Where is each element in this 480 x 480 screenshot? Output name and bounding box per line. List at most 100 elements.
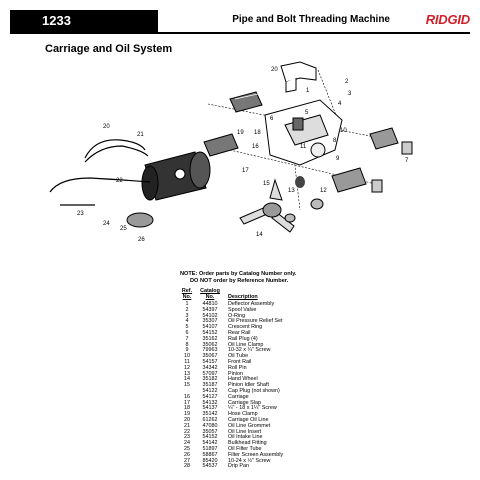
ref-number: 11 [184,358,190,365]
ref-number: 28 [184,463,190,470]
callout-21: 21 [137,132,144,138]
catalog-number: 54132 [202,399,218,406]
header-ref-top: Ref. [181,288,193,294]
catalog-number: 54102 [202,312,218,319]
catalog-number: 54152 [202,329,218,336]
callout-22: 22 [116,178,123,184]
callout-23: 23 [77,211,84,217]
part-description: Crescent Ring [228,324,263,331]
part-description: Oil Tube [228,353,249,360]
ref-number: 20 [184,416,190,423]
callout-4: 4 [338,101,342,107]
ref-number: 8 [185,341,189,348]
callout-5: 5 [305,110,309,116]
part-description: Hose Clamp [228,411,258,418]
part-description: Spool Valve [228,306,257,313]
ref-number: 15 [184,382,190,389]
ref-number: 25 [184,445,190,452]
catalog-number: 35057 [202,428,218,435]
catalog-number: 54137 [202,405,218,412]
part-description: Rear Rail [228,329,251,336]
callout-8: 8 [333,138,337,144]
order-note: NOTE: Order parts by Catalog Number only… [180,271,296,284]
hand-wheel [239,178,295,233]
header-description: Description [228,294,258,300]
catalog-number: 35162 [202,335,218,342]
callout-9: 9 [336,156,340,162]
catalog-number: 54152 [202,434,218,441]
ref-number: 12 [184,364,190,371]
catalog-number: 54127 [202,393,218,400]
part-description: Drip Pan [228,463,249,470]
catalog-number: 85420 [202,457,218,464]
callout-2: 2 [345,79,349,85]
part-description: Oil Line Insert [228,428,262,435]
carriage [264,99,343,166]
oil-lines [49,139,151,206]
callout-20: 20 [271,67,278,73]
part-description: Deflector Assembly [228,301,275,307]
callout-16: 16 [252,144,259,150]
catalog-number: 54397 [202,306,218,313]
rear-rail [229,91,399,150]
callout-26: 26 [138,237,145,243]
ref-number: 4 [185,318,189,325]
callout-labels: 20 2 3 4 1 5 6 7 8 9 10 11 12 13 14 15 1… [77,67,409,243]
model-number: 1233 [10,10,158,32]
catalog-number: 47080 [202,422,218,429]
catalog-number: 54122 [202,387,218,394]
catalog-number: 57097 [202,370,218,377]
part-description: Carriage Slap [228,399,261,406]
callout-24: 24 [103,221,110,227]
callout-6: 6 [270,116,274,122]
catalog-number: 51897 [202,445,218,452]
part-description: Carriage [228,393,249,400]
part-description: Roll Pin [228,364,247,371]
part-description: 10-32 x ¼" Screw [228,347,271,354]
ref-number: 7 [185,335,189,342]
filter-screen [126,212,154,228]
callout-1: 1 [306,88,310,94]
deflector-assembly [280,61,317,93]
ref-number: 27 [184,457,190,464]
catalog-number: 35142 [202,411,218,418]
catalog-number: 35187 [202,382,218,389]
part-description: Front Rail [228,358,252,365]
ref-number: 14 [184,376,190,383]
callout-11: 11 [300,144,307,150]
callout-7: 7 [405,158,409,164]
header-ref-bottom: No. [182,294,192,300]
pinion [295,176,305,188]
ref-number: 17 [184,399,190,406]
part-description: Carriage Oil Line [228,416,269,423]
part-description: Hand Wheel [228,376,258,383]
part-description: Oil Line Clamp [228,341,264,348]
ref-number: 19 [184,411,190,418]
ref-number: 1 [185,301,189,307]
callout-20b: 20 [103,124,110,130]
catalog-number: 58867 [202,451,218,458]
part-description: Pinion [228,370,243,377]
ref-number: 6 [185,329,189,336]
ref-number: 23 [184,434,190,441]
header-title: Pipe and Bolt Threading Machine [232,14,390,25]
callout-13: 13 [288,188,295,194]
header-catalog-bottom: No. [205,294,215,300]
part-description: Pinion Idler Shaft [228,382,270,389]
part-description: Oil Intake Line [228,434,263,441]
catalog-number: 44810 [202,301,218,307]
catalog-number: 35307 [202,318,218,325]
part-description: O-Ring [228,312,246,319]
callout-15: 15 [263,181,270,187]
ref-number: 13 [184,370,190,377]
callout-19: 19 [237,130,244,136]
order-note-line2: DO NOT order by Reference Number. [190,277,289,284]
ref-number: 21 [184,422,190,429]
ref-number: 5 [185,324,189,331]
ref-number: 10 [184,353,190,360]
rail-plugs [371,141,413,193]
ref-number: 9 [185,347,189,354]
part-description: Bulkhead Fitting [228,440,267,447]
catalog-number: 54142 [202,440,218,447]
catalog-number: 61262 [202,416,218,423]
